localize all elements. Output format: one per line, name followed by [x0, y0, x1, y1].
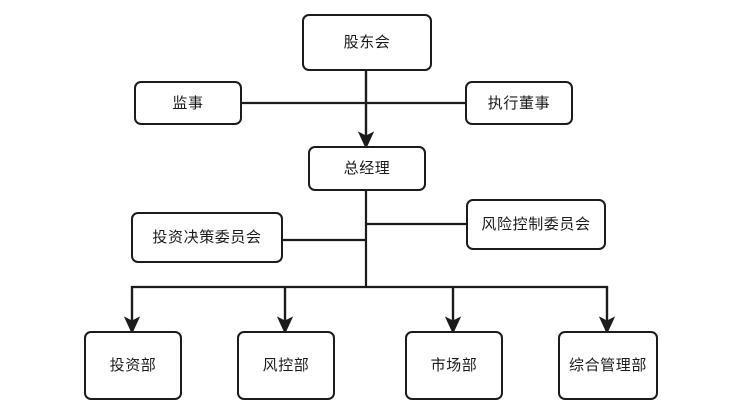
node-risk-control-department-label: 风控部	[262, 357, 310, 374]
node-executive-director-label: 执行董事	[487, 94, 551, 112]
node-risk-control-committee-label: 风险控制委员会	[481, 216, 591, 233]
node-general-management-department[interactable]: 综合管理部	[558, 331, 658, 400]
node-risk-control-committee[interactable]: 风险控制委员会	[466, 199, 606, 250]
node-marketing-department-label: 市场部	[430, 357, 478, 374]
node-investment-decision-committee-label: 投资决策委员会	[152, 229, 262, 246]
node-investment-decision-committee[interactable]: 投资决策委员会	[131, 212, 283, 263]
node-supervisor[interactable]: 监事	[134, 81, 242, 125]
node-general-management-department-label: 综合管理部	[568, 357, 647, 374]
node-general-manager-label: 总经理	[343, 160, 391, 177]
node-executive-director[interactable]: 执行董事	[465, 81, 573, 125]
node-investment-department-label: 投资部	[109, 357, 157, 374]
node-supervisor-label: 监事	[172, 94, 204, 112]
node-shareholders-label: 股东会	[343, 34, 391, 51]
node-investment-department[interactable]: 投资部	[84, 331, 182, 400]
node-shareholders[interactable]: 股东会	[302, 14, 432, 71]
node-risk-control-department[interactable]: 风控部	[237, 331, 335, 400]
node-general-manager[interactable]: 总经理	[308, 146, 426, 191]
node-marketing-department[interactable]: 市场部	[405, 331, 503, 400]
